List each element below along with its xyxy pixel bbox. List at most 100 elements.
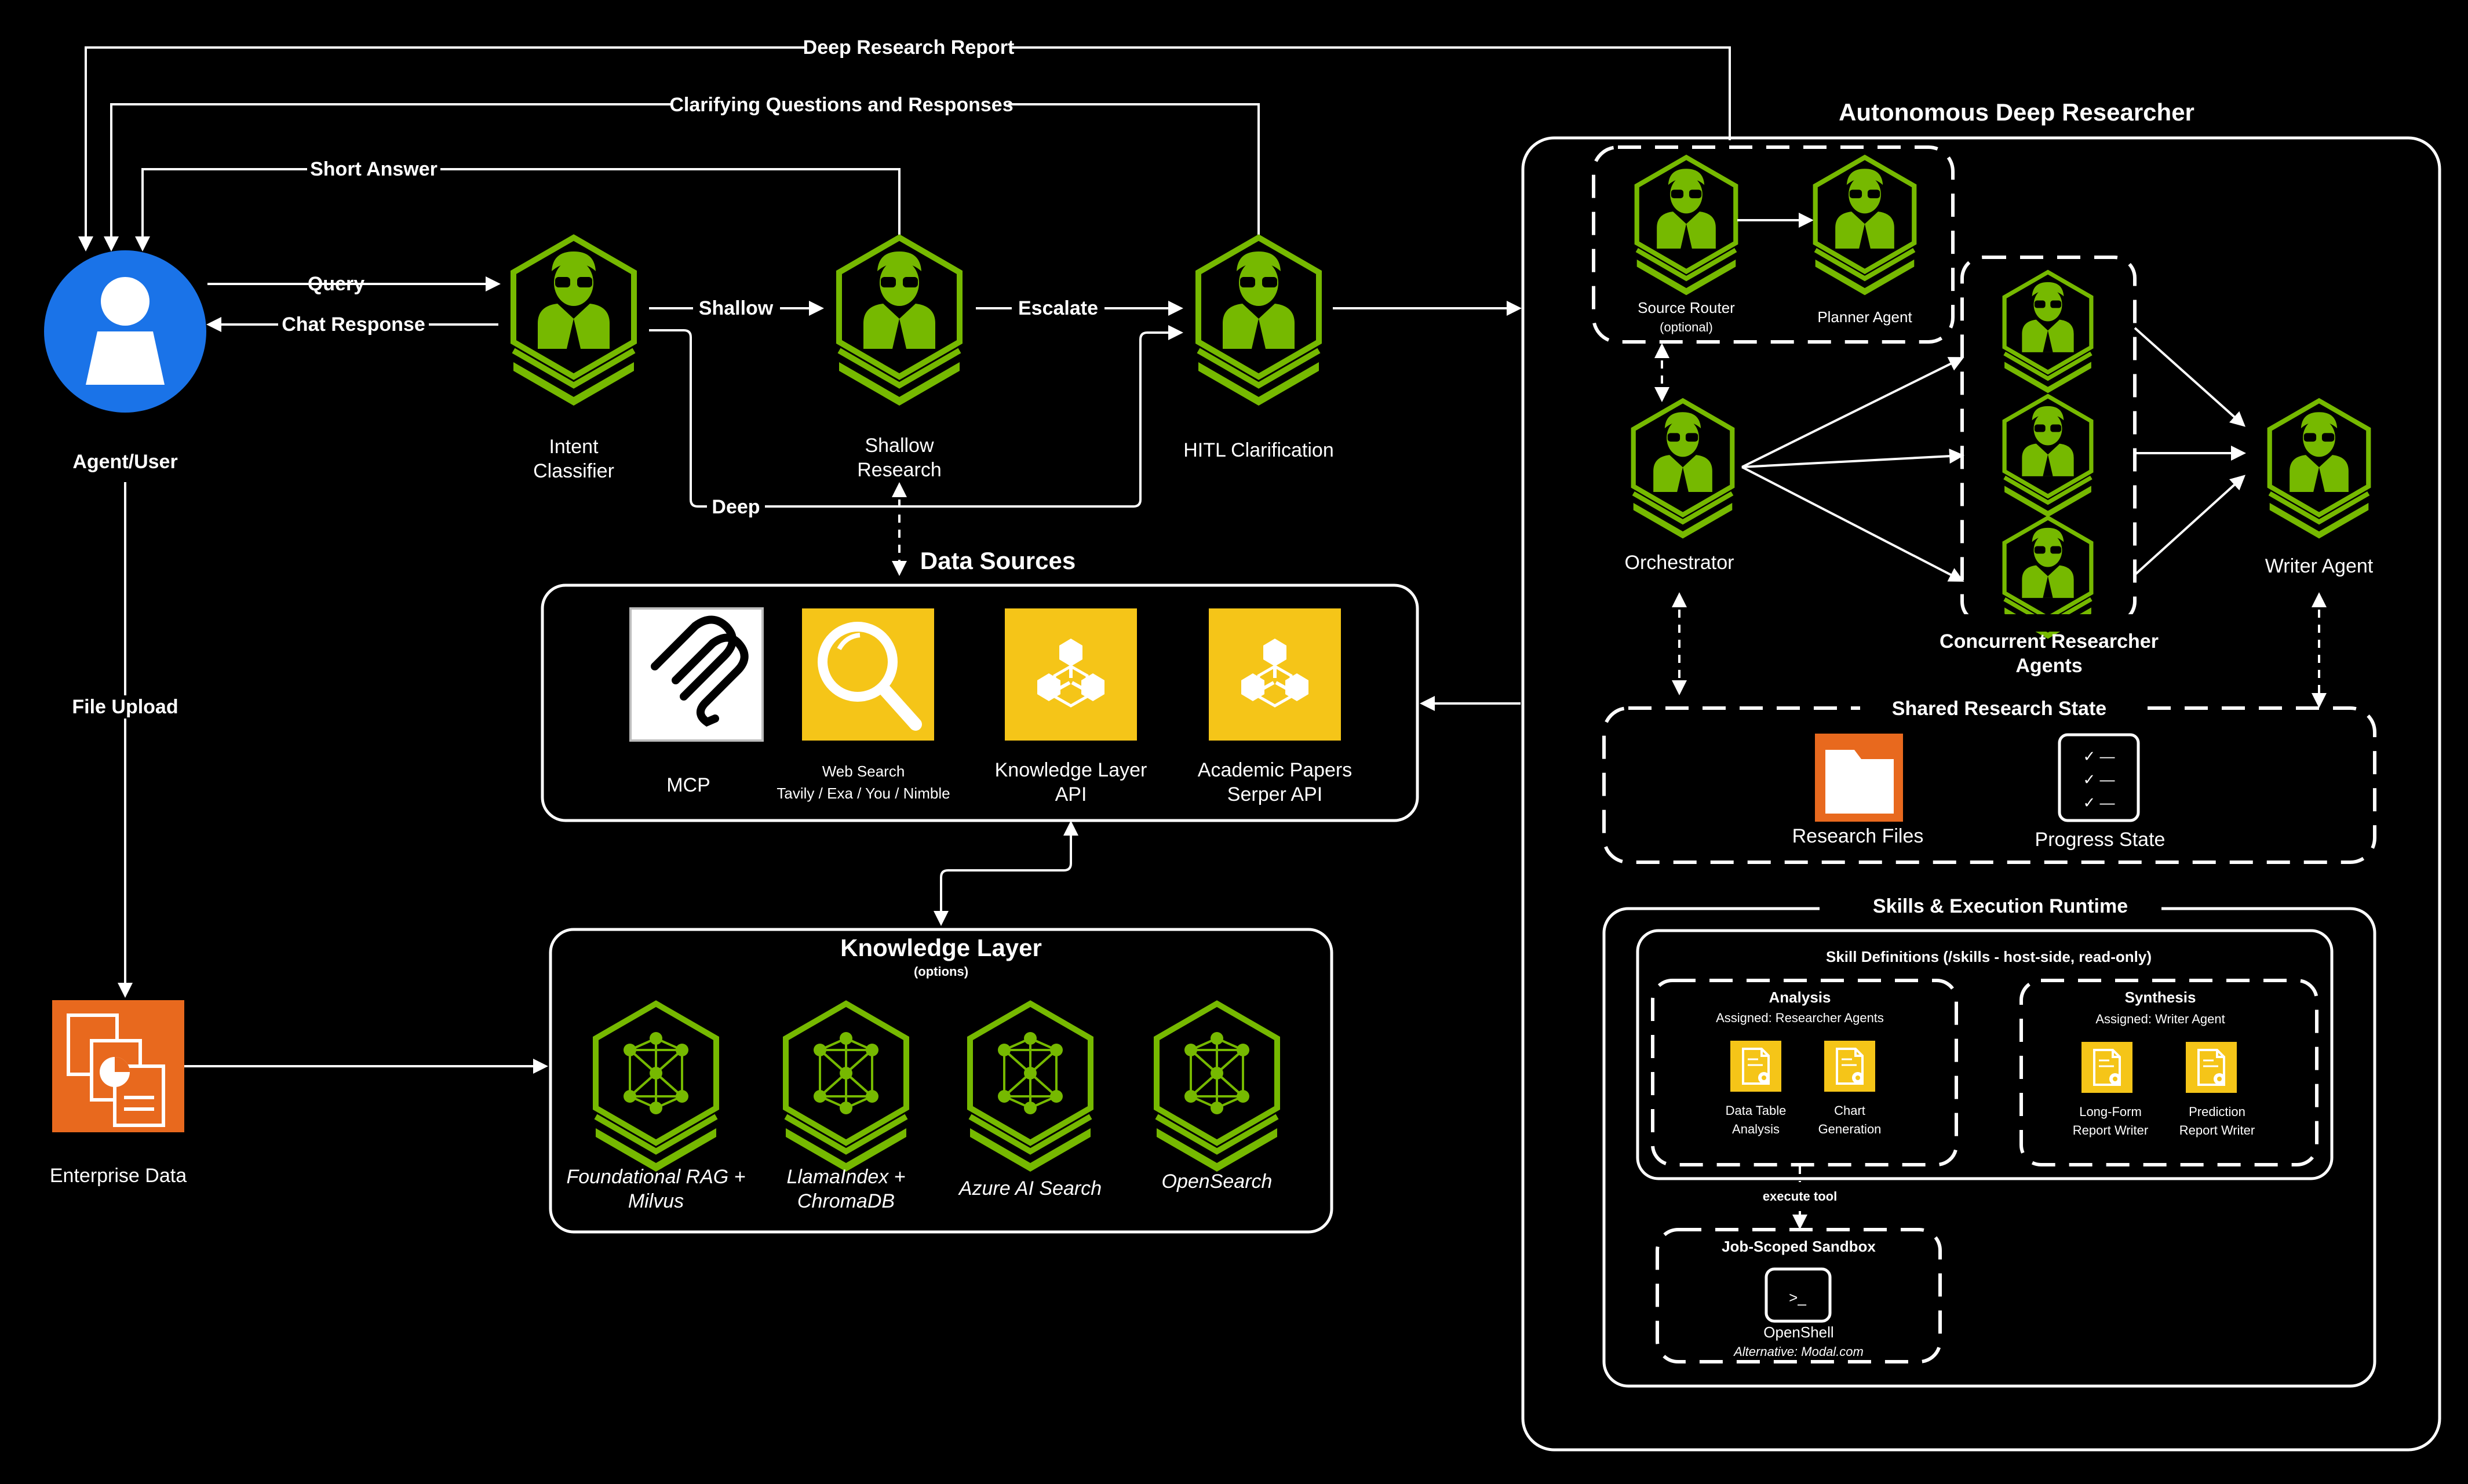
svg-text:Assigned: Writer Agent: Assigned: Writer Agent bbox=[2095, 1012, 2225, 1026]
mcp-icon bbox=[651, 615, 749, 727]
openshell[interactable]: >_ OpenShell Alternative: Modal.com bbox=[1733, 1267, 1864, 1359]
svg-text:✓ —: ✓ — bbox=[2083, 794, 2115, 811]
agent-orchestrator[interactable]: Orchestrator bbox=[1625, 401, 1734, 574]
svg-text:Deep: Deep bbox=[712, 496, 760, 518]
kl-azure-ai-search[interactable]: Azure AI Search bbox=[958, 1004, 1102, 1199]
enterprise-data[interactable]: Enterprise Data bbox=[50, 1000, 187, 1187]
svg-text:Academic Papers: Academic Papers bbox=[1198, 759, 1352, 781]
shared-research-state: Shared Research State Research Files ✓ —… bbox=[1602, 693, 2376, 864]
flow-shallow: Shallow bbox=[649, 297, 824, 320]
agent-user-label: Agent/User bbox=[72, 451, 177, 473]
svg-text:File Upload: File Upload bbox=[72, 696, 178, 718]
agent-writer[interactable]: Writer Agent bbox=[2265, 401, 2374, 577]
svg-text:Alternative: Modal.com: Alternative: Modal.com bbox=[1733, 1344, 1864, 1359]
source-academic-papers[interactable]: Academic Papers Serper API bbox=[1198, 608, 1352, 805]
svg-text:API: API bbox=[1055, 783, 1087, 805]
data-sources-title: Data Sources bbox=[920, 547, 1076, 574]
folder-icon bbox=[1825, 750, 1894, 814]
svg-text:HITL Clarification: HITL Clarification bbox=[1183, 439, 1333, 461]
svg-text:Azure AI Search: Azure AI Search bbox=[958, 1177, 1102, 1199]
documents-icon bbox=[67, 1013, 165, 1127]
svg-text:Writer Agent: Writer Agent bbox=[2265, 555, 2374, 577]
user-icon bbox=[86, 331, 165, 385]
svg-text:ChromaDB: ChromaDB bbox=[797, 1190, 895, 1212]
svg-text:Milvus: Milvus bbox=[628, 1190, 684, 1212]
svg-text:Generation: Generation bbox=[1818, 1122, 1882, 1136]
svg-text:Intent: Intent bbox=[549, 436, 599, 458]
research-files[interactable]: Research Files bbox=[1792, 734, 1924, 847]
svg-text:Query: Query bbox=[308, 273, 364, 295]
agent-shallow-research[interactable]: Shallow Research bbox=[839, 238, 960, 481]
svg-text:Agents: Agents bbox=[2015, 655, 2082, 677]
flow-deep-research-report: Deep Research Report bbox=[78, 36, 1731, 251]
svg-text:Foundational RAG +: Foundational RAG + bbox=[566, 1166, 745, 1188]
skill-long-form-report[interactable]: Long-Form Report Writer bbox=[2073, 1041, 2148, 1137]
svg-text:MCP: MCP bbox=[666, 774, 710, 796]
kl-opensearch[interactable]: OpenSearch bbox=[1157, 1004, 1277, 1193]
svg-text:Analysis: Analysis bbox=[1732, 1122, 1780, 1136]
skill-prediction-report[interactable]: Prediction Report Writer bbox=[2179, 1041, 2255, 1137]
source-knowledge-layer-api[interactable]: Knowledge Layer API bbox=[995, 608, 1147, 805]
adr-title: Autonomous Deep Researcher bbox=[1839, 99, 2194, 126]
adr-panel: Autonomous Deep Researcher Source Router… bbox=[1521, 99, 2441, 1452]
agent-user[interactable]: Agent/User bbox=[44, 250, 206, 473]
svg-text:Shared Research State: Shared Research State bbox=[1892, 698, 2106, 720]
svg-text:Clarifying Questions and Respo: Clarifying Questions and Responses bbox=[669, 94, 1013, 116]
svg-text:Tavily / Exa / You / Nimble: Tavily / Exa / You / Nimble bbox=[777, 785, 950, 802]
kl-foundational-rag[interactable]: Foundational RAG + Milvus bbox=[566, 1004, 746, 1212]
skill-synthesis: Synthesis Assigned: Writer Agent Long-Fo… bbox=[2019, 979, 2318, 1166]
skill-analysis: Analysis Assigned: Researcher Agents Dat… bbox=[1651, 979, 1958, 1166]
agent-source-router[interactable]: Source Router (optional) bbox=[1637, 158, 1736, 334]
svg-text:Escalate: Escalate bbox=[1018, 297, 1098, 319]
agent-intent-classifier[interactable]: Intent Classifier bbox=[513, 238, 634, 482]
svg-text:Shallow: Shallow bbox=[699, 297, 774, 319]
flow-data-knowledge bbox=[934, 821, 1078, 926]
svg-text:Enterprise Data: Enterprise Data bbox=[50, 1165, 187, 1187]
agent-hitl-clarification[interactable]: HITL Clarification bbox=[1183, 238, 1334, 461]
knowledge-layer-panel: Knowledge Layer (options) Foundational R… bbox=[549, 928, 1333, 1234]
knowledge-layer-title: Knowledge Layer bbox=[840, 934, 1042, 961]
svg-text:Long-Form: Long-Form bbox=[2079, 1104, 2142, 1119]
svg-text:execute tool: execute tool bbox=[1763, 1189, 1837, 1204]
svg-text:(optional): (optional) bbox=[1660, 320, 1713, 334]
svg-text:Analysis: Analysis bbox=[1769, 989, 1831, 1006]
source-web-search[interactable]: Web Search Tavily / Exa / You / Nimble bbox=[777, 608, 950, 802]
agent-researcher-1[interactable] bbox=[2004, 272, 2091, 393]
job-scoped-sandbox: Job-Scoped Sandbox >_ OpenShell Alternat… bbox=[1656, 1228, 1942, 1363]
svg-text:Chart: Chart bbox=[1834, 1103, 1865, 1118]
terminal-icon bbox=[1765, 1267, 1832, 1323]
svg-text:Skills & Execution Runtime: Skills & Execution Runtime bbox=[1873, 895, 2128, 917]
checklist-icon: ✓ — bbox=[2083, 748, 2115, 765]
svg-text:Report Writer: Report Writer bbox=[2179, 1123, 2255, 1137]
svg-text:Report Writer: Report Writer bbox=[2073, 1123, 2148, 1137]
svg-text:Research: Research bbox=[857, 459, 942, 481]
svg-text:Progress State: Progress State bbox=[2035, 829, 2166, 851]
agent-researcher-2[interactable] bbox=[2004, 396, 2091, 517]
agent-planner[interactable]: Planner Agent bbox=[1816, 158, 1915, 326]
svg-text:OpenShell: OpenShell bbox=[1763, 1323, 1833, 1341]
svg-text:✓ —: ✓ — bbox=[2083, 771, 2115, 788]
flow-execute-tool: execute tool bbox=[1744, 1166, 1858, 1230]
svg-text:Shallow: Shallow bbox=[865, 435, 934, 457]
flow-researchers-writer bbox=[2134, 327, 2246, 576]
svg-text:Prediction: Prediction bbox=[2189, 1104, 2245, 1119]
svg-text:Deep Research Report: Deep Research Report bbox=[803, 37, 1015, 59]
svg-text:Knowledge Layer: Knowledge Layer bbox=[995, 759, 1147, 781]
svg-text:Serper API: Serper API bbox=[1227, 783, 1322, 805]
svg-text:Short Answer: Short Answer bbox=[310, 158, 438, 180]
svg-text:Job-Scoped Sandbox: Job-Scoped Sandbox bbox=[1722, 1238, 1876, 1255]
skill-chart-generation[interactable]: Chart Generation bbox=[1818, 1040, 1882, 1136]
skill-data-table-analysis[interactable]: Data Table Analysis bbox=[1726, 1040, 1787, 1136]
svg-text:LlamaIndex +: LlamaIndex + bbox=[786, 1166, 905, 1188]
progress-state[interactable]: ✓ — ✓ — ✓ — Progress State bbox=[2035, 733, 2166, 851]
flow-file-upload: File Upload bbox=[64, 482, 187, 998]
flow-short-answer: Short Answer bbox=[135, 158, 901, 251]
svg-text:Classifier: Classifier bbox=[533, 460, 614, 482]
svg-text:Source Router: Source Router bbox=[1638, 299, 1735, 316]
source-mcp[interactable]: MCP bbox=[629, 607, 764, 796]
svg-text:Data Table: Data Table bbox=[1726, 1103, 1787, 1118]
flow-deep: Deep bbox=[649, 325, 1183, 518]
kl-llamaindex[interactable]: LlamaIndex + ChromaDB bbox=[786, 1004, 906, 1212]
data-sources-panel: Data Sources MCP Web Search Tavily / Exa… bbox=[541, 547, 1419, 822]
